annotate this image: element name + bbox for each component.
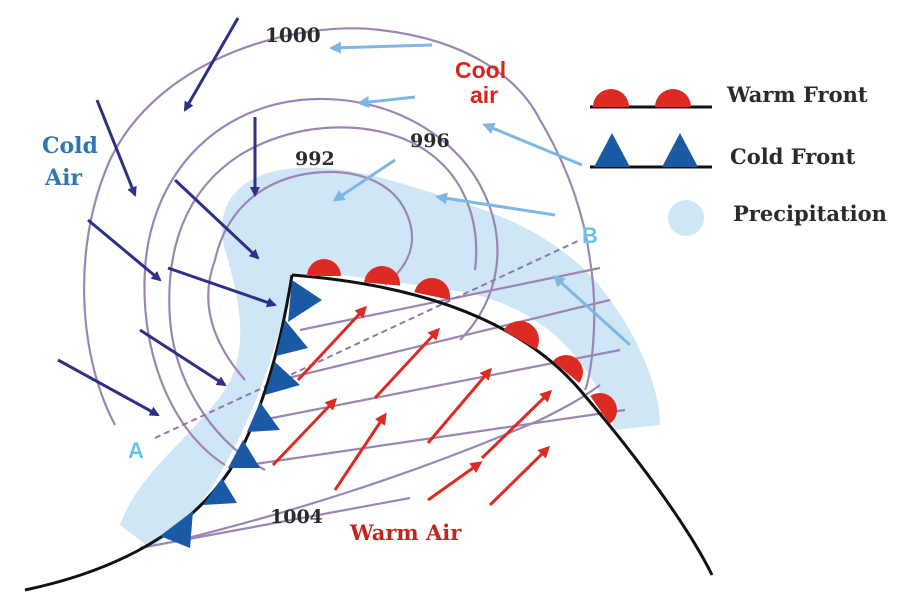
cold-air-label-line2: Air xyxy=(44,165,82,191)
cold-air-label-line1: Cold xyxy=(42,133,98,159)
warm-front-symbol-icon xyxy=(590,89,712,109)
cool-air-label-line1: Cool xyxy=(455,57,506,83)
isobar-warm-4 xyxy=(247,408,626,467)
legend-precipitation: Precipitation xyxy=(733,201,887,226)
cold-front-triangle-1 xyxy=(288,280,322,322)
warm-air-arrow-2 xyxy=(373,327,441,400)
isobar-warm-2 xyxy=(279,298,611,382)
isobar-label-996: 996 xyxy=(410,130,450,152)
cold-front-triangle-5 xyxy=(228,440,260,468)
isobar-warm-1 xyxy=(299,266,601,332)
cool-air-label-line2: air xyxy=(470,82,498,108)
cold-front-triangles xyxy=(160,280,322,548)
warm-air-arrow-8 xyxy=(488,445,551,507)
cold-air-arrow-2 xyxy=(95,99,137,197)
warm-air-arrows xyxy=(271,305,553,507)
cool-air-arrow-5 xyxy=(435,192,556,217)
warm-air-arrow-4 xyxy=(333,412,387,491)
precipitation-dot-icon xyxy=(668,200,704,236)
cool-air-arrow-1 xyxy=(329,41,433,54)
point-b-label: B xyxy=(582,223,598,248)
precipitation-area xyxy=(120,167,660,548)
cool-air-arrow-2 xyxy=(357,95,416,108)
cold-front-triangle-6 xyxy=(203,478,237,505)
cold-front-triangle-7 xyxy=(160,511,193,548)
cold-air-arrow-8 xyxy=(57,358,160,417)
warm-air-arrow-5 xyxy=(426,367,492,444)
cold-front-line xyxy=(24,274,294,592)
cold-front-triangle-4 xyxy=(247,402,280,432)
warm-air-arrow-1 xyxy=(296,305,368,382)
isobar-996 xyxy=(168,126,478,471)
cool-air-arrow-6 xyxy=(552,274,632,347)
point-a-label: A xyxy=(128,438,144,463)
cold-front-symbol-icon xyxy=(590,133,712,169)
cold-air-arrow-6 xyxy=(167,266,277,308)
warm-air-arrow-7 xyxy=(427,461,483,502)
isobar-1004 xyxy=(179,384,601,542)
cold-air-arrow-4 xyxy=(173,178,260,260)
warm-front-line xyxy=(291,273,714,576)
warm-air-arrow-3 xyxy=(271,397,338,467)
warm-front-semicircle-1 xyxy=(307,259,341,276)
cold-front-triangle-3 xyxy=(265,362,300,395)
warm-front-semicircle-2 xyxy=(364,266,400,286)
warm-front-semicircle-6 xyxy=(590,393,617,424)
warm-front-semicircle-3 xyxy=(414,278,450,300)
cross-section-line xyxy=(154,239,581,439)
warm-air-arrow-6 xyxy=(480,389,553,460)
cool-air-arrows xyxy=(329,41,632,347)
cool-air-arrow-3 xyxy=(332,158,396,202)
cold-air-arrow-7 xyxy=(139,328,227,387)
isobar-label-1004: 1004 xyxy=(270,506,323,528)
isobar-label-1000: 1000 xyxy=(265,23,321,47)
legend-cold-front: Cold Front xyxy=(730,144,856,169)
isobar-label-992: 992 xyxy=(295,148,335,170)
cold-air-arrow-5 xyxy=(87,218,162,282)
legend: Warm Front Cold Front Precipitation xyxy=(590,82,887,236)
cool-air-arrow-4 xyxy=(482,122,583,167)
cold-air-arrow-1 xyxy=(183,17,240,112)
legend-warm-front: Warm Front xyxy=(726,82,868,107)
cold-front-triangle-2 xyxy=(276,320,308,356)
isobar-inner-1 xyxy=(143,97,499,466)
warm-front-semicircle-4 xyxy=(503,321,539,350)
warm-air-label: Warm Air xyxy=(349,520,462,545)
cold-air-arrows xyxy=(57,17,277,417)
isobar-992 xyxy=(207,170,414,381)
warm-front-semicircles xyxy=(307,259,617,424)
warm-front-semicircle-5 xyxy=(552,355,583,383)
isobar-1000 xyxy=(83,27,596,426)
